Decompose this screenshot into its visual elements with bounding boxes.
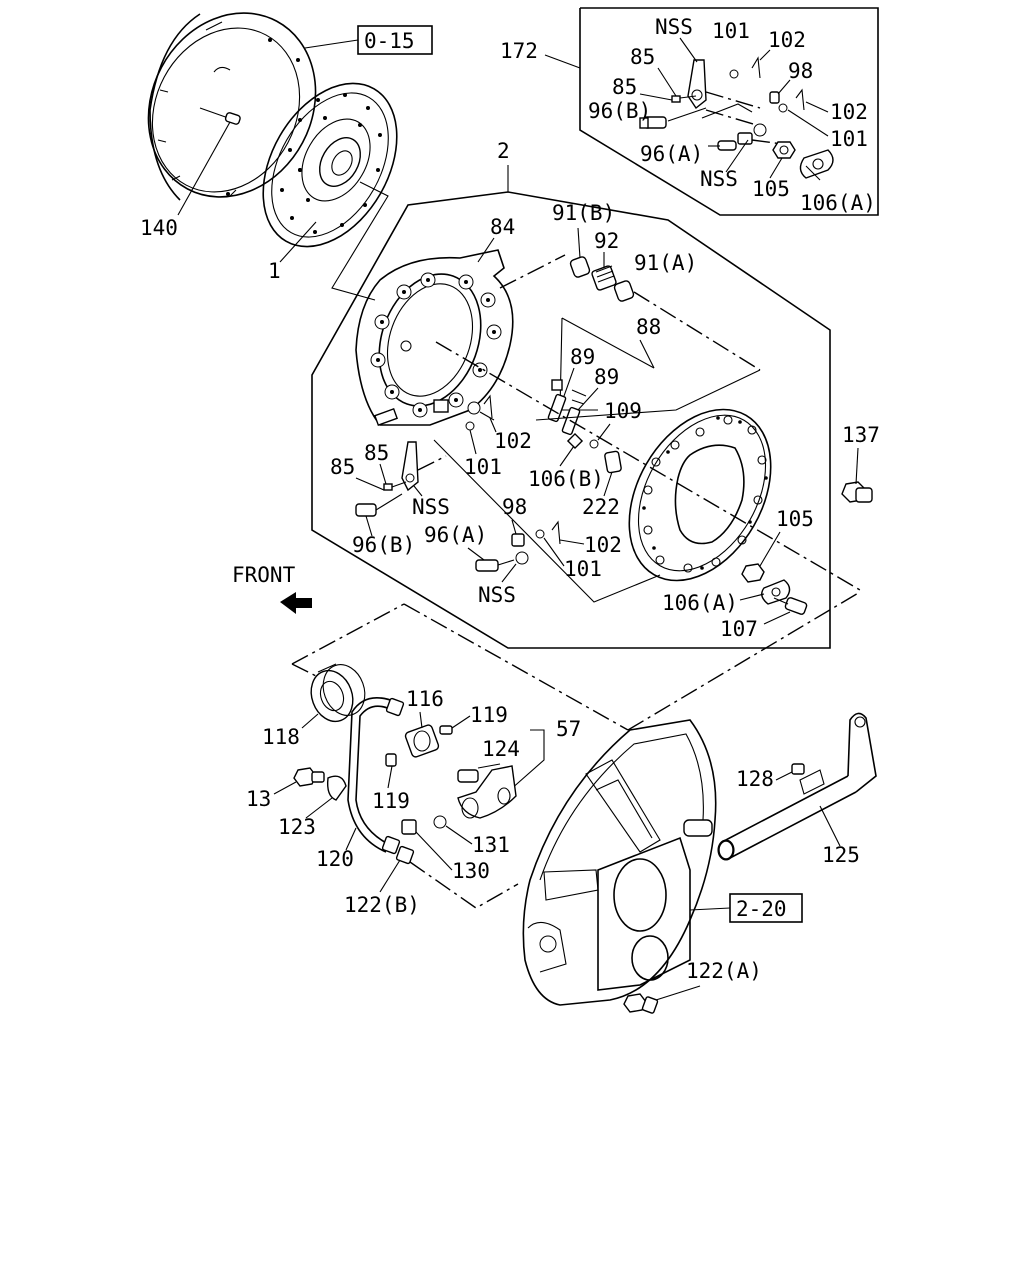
arrow-left-icon: [280, 592, 312, 614]
inset-172: [544, 7, 879, 216]
label-105-plate: 105: [776, 507, 814, 531]
label-13: 13: [246, 787, 271, 811]
label-98-inset: 98: [788, 59, 813, 83]
label-96b-plate: 96(B): [352, 533, 415, 557]
ball-stud-assembly: [475, 520, 561, 572]
front-label: FRONT: [232, 563, 296, 587]
label-122a: 122(A): [686, 959, 762, 983]
label-106a-inset: 106(A): [800, 191, 876, 215]
ref-box-2-20: 2-20: [689, 893, 803, 923]
label-101-plate: 101: [464, 455, 502, 479]
label-nss-inset-bottom: NSS: [700, 167, 738, 191]
label-128: 128: [736, 767, 774, 791]
cross-shaft: [718, 712, 877, 860]
label-96a-inset: 96(A): [640, 142, 703, 166]
label-123: 123: [278, 815, 316, 839]
label-119-b: 119: [372, 789, 410, 813]
label-109: 109: [604, 399, 642, 423]
label-122b: 122(B): [344, 893, 420, 917]
hose-120: [347, 696, 415, 865]
label-nss-plate-bottom: NSS: [478, 583, 516, 607]
release-sleeve: [385, 724, 453, 767]
label-96a-plate: 96(A): [424, 523, 487, 547]
label-102-plate: 102: [494, 429, 532, 453]
label-85-inset-b: 85: [612, 75, 637, 99]
ref-box-0-15: 0-15: [304, 25, 433, 55]
label-102-plate-b: 102: [584, 533, 622, 557]
label-101-inset-b: 101: [830, 127, 868, 151]
label-140: 140: [140, 216, 178, 240]
label-137: 137: [842, 423, 880, 447]
label-107: 107: [720, 617, 758, 641]
label-92: 92: [594, 229, 619, 253]
label-101-plate-b: 101: [564, 557, 602, 581]
flywheel: [147, 12, 317, 201]
spring-set: [499, 254, 761, 371]
label-125: 125: [822, 843, 860, 867]
label-101-inset: 101: [712, 19, 750, 43]
label-91b: 91(B): [552, 201, 615, 225]
label-106b: 106(B): [528, 467, 604, 491]
label-89-b: 89: [594, 365, 619, 389]
label-119-a: 119: [470, 703, 508, 727]
ref-0-15-label: 0-15: [364, 29, 415, 53]
label-124: 124: [482, 737, 520, 761]
release-fork: [457, 765, 517, 819]
label-85-inset-a: 85: [630, 45, 655, 69]
group-2-outline: [311, 165, 831, 649]
label-102-inset-b: 102: [830, 100, 868, 124]
label-120: 120: [316, 847, 354, 871]
label-116: 116: [406, 687, 444, 711]
label-1: 1: [268, 259, 281, 283]
label-131: 131: [472, 833, 510, 857]
label-89-a: 89: [570, 345, 595, 369]
label-105-inset: 105: [752, 177, 790, 201]
release-lever-assembly: [355, 441, 447, 517]
clutch-disc: [262, 82, 398, 248]
label-91a: 91(A): [634, 251, 697, 275]
clutch-housing: [522, 719, 735, 1006]
label-84: 84: [490, 215, 515, 239]
label-102-inset: 102: [768, 28, 806, 52]
ref-2-20-label: 2-20: [736, 897, 787, 921]
label-172: 172: [500, 39, 538, 63]
label-85-plate-a: 85: [364, 441, 389, 465]
release-bearing: [310, 663, 366, 723]
pressure-plate-cover: [355, 249, 514, 427]
label-222: 222: [582, 495, 620, 519]
label-nss-inset-top: NSS: [655, 15, 693, 39]
label-88: 88: [636, 315, 661, 339]
label-106a-plate: 106(A): [662, 591, 738, 615]
label-nss-plate: NSS: [412, 495, 450, 519]
label-57: 57: [556, 717, 581, 741]
label-96b-inset: 96(B): [588, 99, 651, 123]
label-85-plate-b: 85: [330, 455, 355, 479]
label-2: 2: [497, 139, 510, 163]
ring-plate: [628, 408, 772, 582]
label-118: 118: [262, 725, 300, 749]
label-130: 130: [452, 859, 490, 883]
label-98-plate: 98: [502, 495, 527, 519]
